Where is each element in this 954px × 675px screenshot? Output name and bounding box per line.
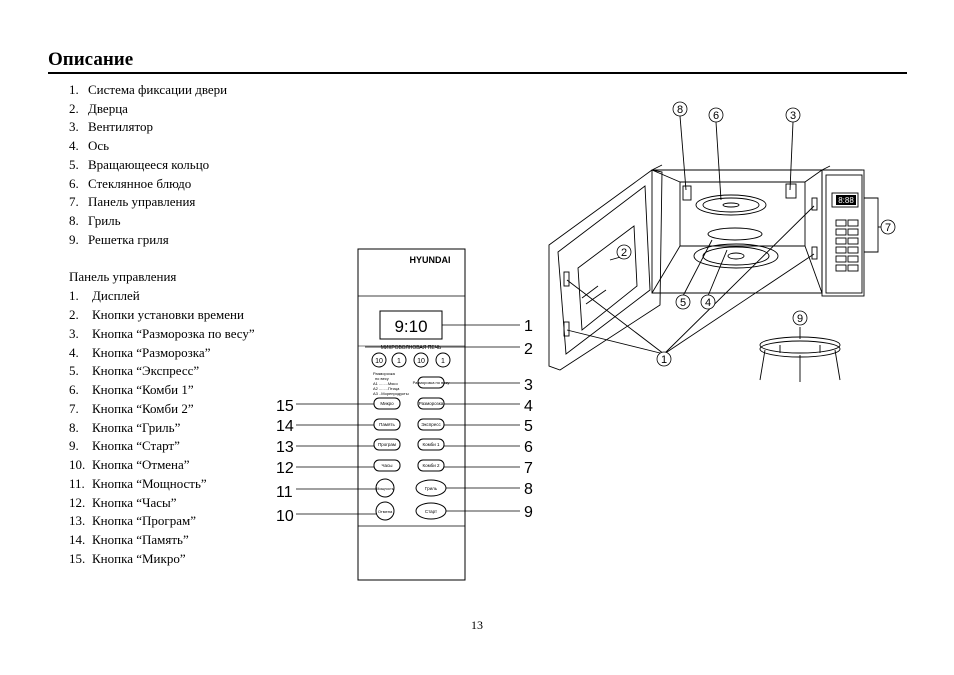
list-item: 14.Кнопка “Память”: [69, 532, 189, 547]
svg-text:Разморозка: Разморозка: [373, 371, 396, 376]
callout-12: 12: [276, 460, 294, 477]
list-item: 11.Кнопка “Мощность”: [69, 476, 207, 491]
list-item: 3.Кнопка “Разморозка по весу”: [69, 326, 255, 341]
button-combi1: Комби 1: [422, 442, 440, 447]
time-key-label: 1: [441, 358, 445, 365]
button-combi2: Комби 2: [422, 463, 440, 468]
button-express: Экспресс: [421, 422, 441, 427]
panel-brand: HYUNDAI: [409, 255, 450, 265]
callout-10: 10: [276, 508, 294, 525]
button-weight-defrost: Разморозка по весу: [413, 380, 450, 385]
time-key-label: 10: [417, 358, 425, 365]
title-rule: [48, 72, 907, 74]
list-item: 1.Дисплей: [69, 288, 140, 303]
callout-5: 5: [524, 418, 533, 435]
button-grill: Гриль: [425, 486, 438, 491]
oven-callout-1: 1: [661, 354, 667, 366]
oven-callout-3: 3: [790, 110, 796, 122]
list-item: 6.Стеклянное блюдо: [69, 176, 192, 191]
list-item: 2.Кнопки установки времени: [69, 307, 244, 322]
list-item: 9.Кнопка “Старт”: [69, 438, 180, 453]
oven-display: 8:88: [838, 196, 854, 205]
button-program: Програм: [378, 442, 396, 447]
button-memory: Память: [379, 422, 395, 427]
callout-2: 2: [524, 341, 533, 358]
callout-7: 7: [524, 460, 533, 477]
callout-15: 15: [276, 398, 294, 415]
oven-callout-6: 6: [713, 110, 719, 122]
page-title: Описание: [48, 49, 134, 70]
list-item: 13.Кнопка “Програм”: [69, 513, 196, 528]
list-item: 3.Вентилятор: [69, 119, 154, 134]
time-keys: 10 1 10 1: [371, 352, 451, 368]
list-item: 6.Кнопка “Комби 1”: [69, 382, 194, 397]
callout-8: 8: [524, 481, 533, 498]
button-clock: Часы: [382, 463, 393, 468]
svg-text:А3 ..Морепродукты: А3 ..Морепродукты: [373, 391, 409, 396]
panel-display: 9:10: [394, 317, 427, 336]
callout-3: 3: [524, 377, 533, 394]
oven-callout-8: 8: [677, 104, 683, 116]
oven-callout-7: 7: [885, 222, 891, 234]
panel-subheading: Панель управления: [69, 269, 177, 284]
weight-legend: Разморозка по весу А1 ........Мясо А2 ..…: [373, 371, 409, 396]
callout-13: 13: [276, 439, 294, 456]
list-item: 7.Панель управления: [69, 194, 196, 209]
list-item: 1.Система фиксации двери: [69, 82, 228, 97]
callout-11: 11: [276, 484, 293, 501]
oven-callout-2: 2: [621, 247, 627, 259]
oven-callout-5: 5: [680, 297, 686, 309]
callout-1: 1: [524, 318, 533, 335]
list-item: 9.Решетка гриля: [69, 232, 169, 247]
panel-band-label: МИКРОВОЛНОВАЯ ПЕЧЬ: [381, 345, 442, 351]
list-item: 8.Кнопка “Гриль”: [69, 420, 181, 435]
page-number: 13: [471, 618, 483, 632]
list-item: 8.Гриль: [69, 213, 121, 228]
list-item: 4.Кнопка “Разморозка”: [69, 345, 211, 360]
list-item: 7.Кнопка “Комби 2”: [69, 401, 194, 416]
button-start: Старт: [425, 509, 437, 514]
oven-callout-9: 9: [797, 313, 803, 325]
oven-callout-4: 4: [705, 297, 711, 309]
list-item: 2.Дверца: [69, 101, 128, 116]
list-item: 5.Вращающееся кольцо: [69, 157, 210, 172]
callout-9: 9: [524, 504, 533, 521]
list-item: 12.Кнопка “Часы”: [69, 495, 177, 510]
list-item: 5.Кнопка “Экспресс”: [69, 363, 200, 378]
button-defrost: Разморозка: [419, 401, 444, 406]
callout-6: 6: [524, 439, 533, 456]
button-power: Мощность: [376, 487, 393, 491]
button-micro: Микро: [380, 401, 394, 406]
time-key-label: 1: [397, 358, 401, 365]
svg-text:А1 ........Мясо: А1 ........Мясо: [373, 381, 398, 386]
list-item: 15.Кнопка “Микро”: [69, 551, 186, 566]
list-item: 10.Кнопка “Отмена”: [69, 457, 190, 472]
svg-text:по весу: по весу: [375, 376, 389, 381]
callout-4: 4: [524, 398, 533, 415]
time-key-label: 10: [375, 358, 383, 365]
button-cancel: Отмена: [378, 509, 393, 514]
svg-text:А2 ........Птица: А2 ........Птица: [373, 386, 400, 391]
list-item: 4.Ось: [69, 138, 110, 153]
callout-14: 14: [276, 418, 294, 435]
